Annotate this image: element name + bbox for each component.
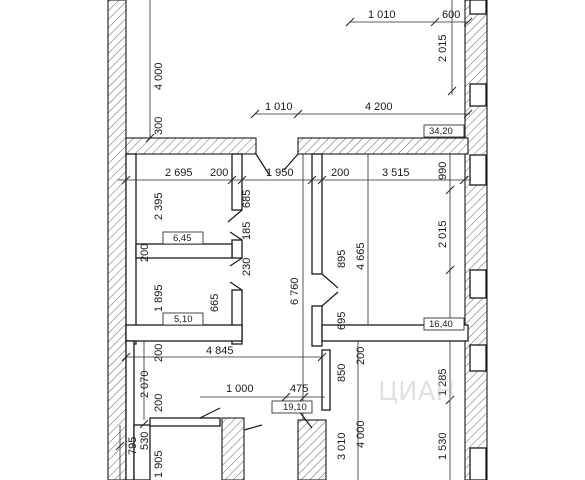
dim-2070: 2 070 (139, 370, 151, 398)
dim-4200: 4 200 (365, 101, 393, 113)
dim-1905: 1 905 (153, 450, 165, 478)
watermark: ЦИАН (378, 377, 455, 407)
dim-200-a: 200 (210, 167, 228, 179)
dim-1010-mid: 1 010 (265, 101, 293, 113)
dim-3010: 3 010 (336, 432, 348, 460)
dimension-labels: 1 010 600 2 015 4 000 1 010 4 200 300 2 … (127, 9, 460, 478)
dim-2695: 2 695 (165, 167, 193, 179)
dim-4665: 4 665 (355, 242, 367, 270)
area-small-room-top: 6,45 (173, 233, 192, 244)
dim-4000-bottom: 4 000 (355, 420, 367, 448)
area-bedroom: 16,40 (429, 319, 453, 330)
dim-4845: 4 845 (206, 345, 234, 357)
dim-230: 230 (241, 258, 253, 276)
dim-2015-right: 2 015 (437, 220, 449, 248)
dim-2015-top: 2 015 (437, 34, 449, 62)
dim-990: 990 (437, 162, 449, 180)
dim-600: 600 (442, 9, 460, 21)
dim-1010-top: 1 010 (368, 9, 396, 21)
dim-665: 665 (209, 294, 221, 312)
dim-1000: 1 000 (226, 383, 254, 395)
dim-2395: 2 395 (153, 192, 165, 220)
dim-795: 795 (127, 437, 139, 455)
dim-200-d: 200 (355, 347, 367, 365)
dim-3515: 3 515 (382, 167, 410, 179)
dim-475: 475 (290, 383, 308, 395)
dim-695: 695 (336, 312, 348, 330)
area-living-room: 34,20 (429, 126, 453, 137)
dim-530: 530 (139, 432, 151, 450)
area-hall: 19,10 (283, 402, 307, 413)
dim-200-e: 200 (153, 344, 165, 362)
dim-1530: 1 530 (437, 432, 449, 460)
dim-6760: 6 760 (289, 277, 301, 305)
area-small-room-mid: 5,10 (174, 314, 193, 325)
dim-895: 895 (336, 250, 348, 268)
dim-200-c: 200 (139, 244, 151, 262)
dim-850: 850 (336, 364, 348, 382)
dimension-lines (115, 0, 473, 480)
dim-1950: 1 950 (266, 167, 294, 179)
dim-200-f: 200 (153, 394, 165, 412)
dim-300: 300 (153, 117, 165, 135)
dim-200-b: 200 (331, 167, 349, 179)
dim-685: 685 (241, 190, 253, 208)
room-area-labels: 34,20 6,45 5,10 16,40 19,10 (162, 124, 465, 414)
dim-4000-left: 4 000 (153, 62, 165, 90)
dim-185: 185 (241, 222, 253, 240)
dim-1895: 1 895 (153, 284, 165, 312)
dim-1285: 1 285 (437, 368, 449, 396)
